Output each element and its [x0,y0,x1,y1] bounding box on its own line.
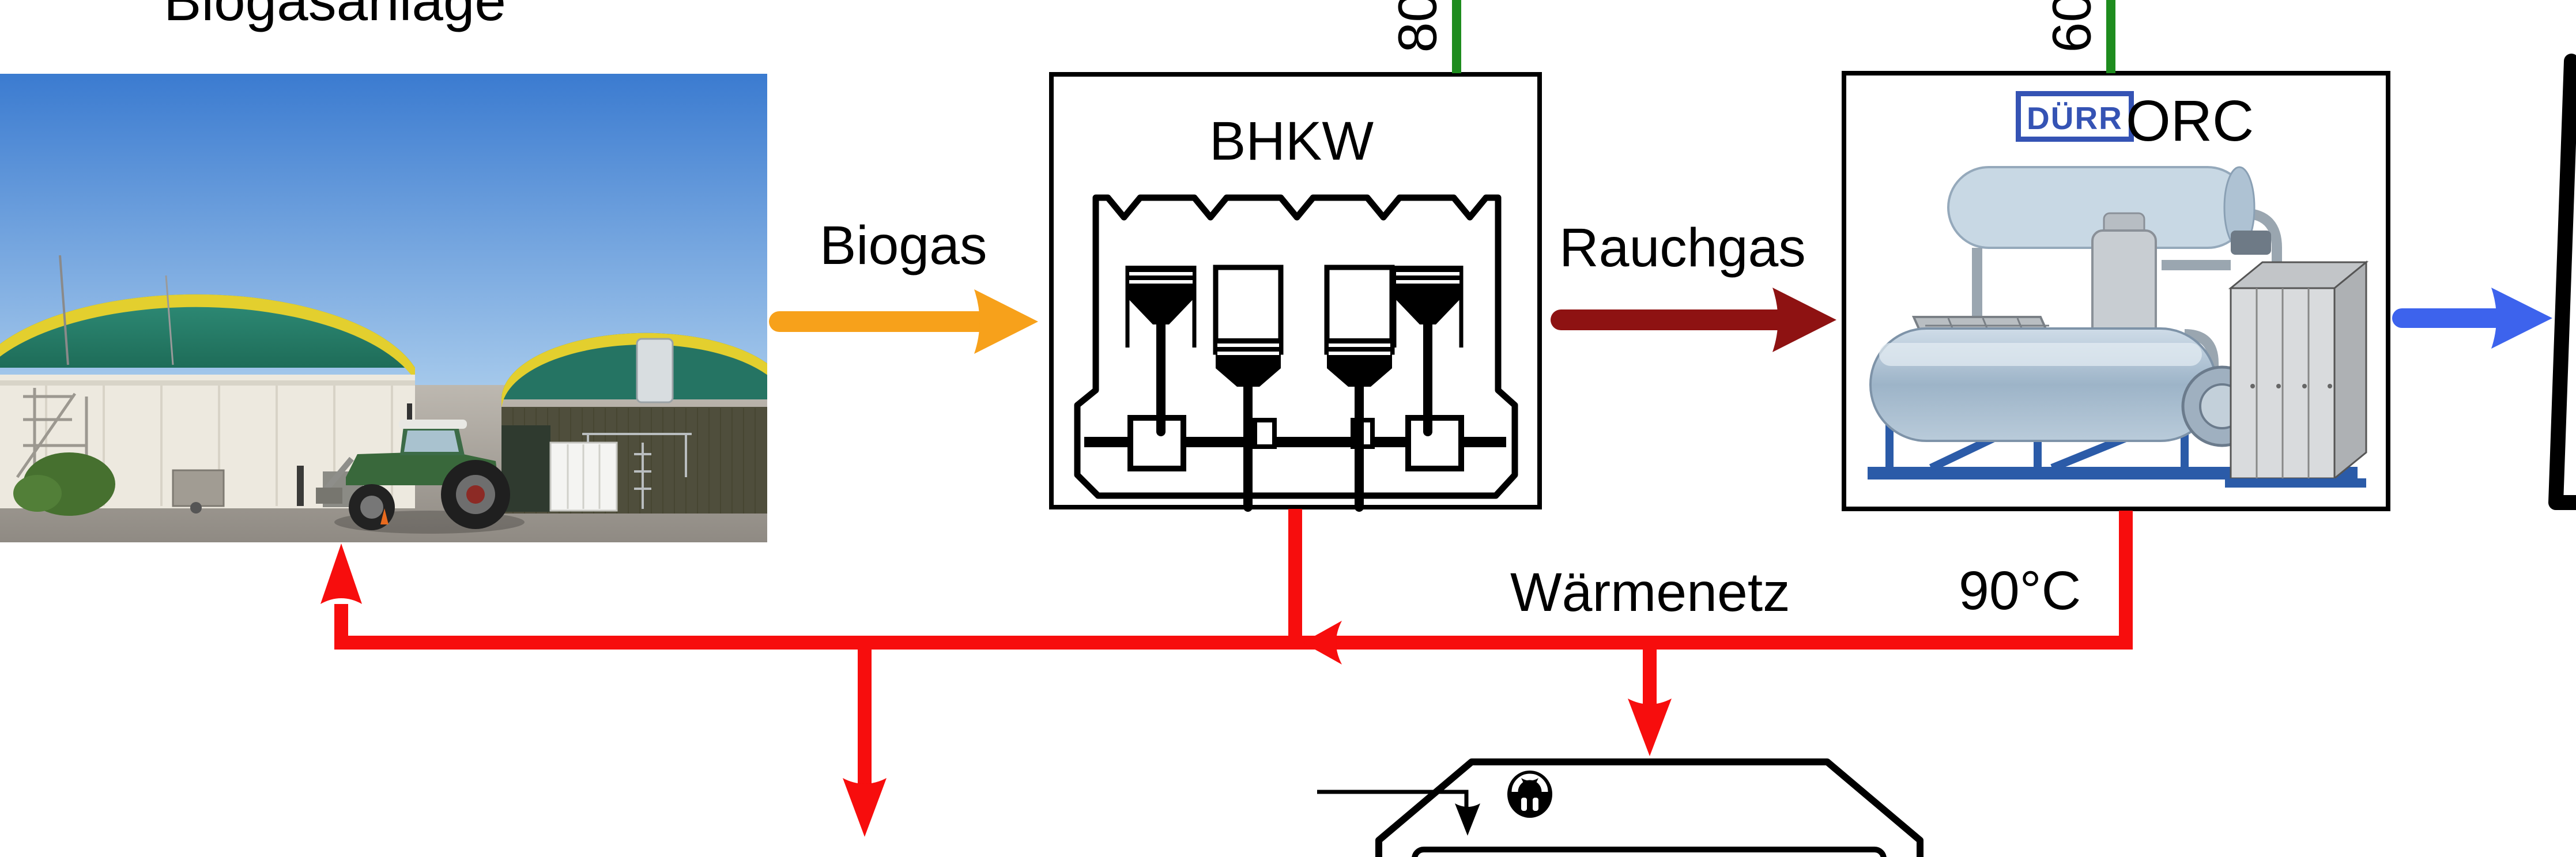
waermenetz-label: Wärmenetz [1510,562,1790,623]
heat-arrowhead-to-plant [320,543,362,604]
engine-icon [1074,194,1518,512]
motor [2231,231,2271,255]
heat-arrowhead-to-dryer [1628,699,1672,756]
piston-2 [1213,265,1284,512]
piston-3 [1324,265,1395,512]
dryer-node [1317,758,1923,857]
bollard [297,466,304,506]
biogas-arrow [769,289,1038,354]
loader-bucket [316,488,342,504]
cab-roof [399,420,467,429]
power-label-orc: 60 [2041,0,2103,53]
dryer-outline [1375,758,1923,857]
orc-node-label: ORC [2126,89,2254,153]
bush-small [13,475,62,512]
dryer-feed-arrowhead [1455,803,1480,836]
loader-arm [323,456,354,492]
rauchgas-arrow [1551,288,1836,352]
bearing-block-right [1405,415,1464,471]
cab-window [404,431,459,452]
power-label-bhkw: 80 [1387,0,1449,53]
orc-machine-image [1868,166,2369,488]
front-rim [360,496,383,519]
exhaust-pipe [407,403,412,423]
orc-output-arrow [2392,288,2552,349]
dryer-feed-line [1317,790,1469,808]
rauchgas-flow-label: Rauchgas [1559,217,1806,278]
piston-4 [1392,266,1464,436]
rear-hub [466,485,485,504]
electricity-line-orc [2106,0,2115,73]
frame-legs [1885,415,2189,472]
fan-icon [1507,771,1552,818]
electricity-line-bhkw [1452,0,1461,73]
right-dome-yellow-rim [501,333,767,411]
heat-arrowhead-left [1303,621,1342,665]
cylinder-highlight [1879,343,2202,366]
grey-box [172,469,225,507]
antenna-mast [59,255,69,365]
left-dome-yellow-rim [0,294,415,380]
durr-logo: DÜRR [2016,91,2134,142]
heat-arrowhead-down-left [843,778,887,837]
biogas-plant-photo [0,74,767,542]
temperature-label: 90°C [1959,560,2081,621]
bhkw-node-label: BHKW [1209,111,1374,172]
wall-shadow [0,380,415,386]
dryer-belt [1412,847,1887,857]
electrical-cabinet [2225,260,2369,488]
small-mast [165,275,174,365]
page-title: Biogasanlage [164,0,506,32]
heat-network-lines [320,509,2133,837]
container-doors [567,444,601,509]
cooler-outline [2548,54,2576,510]
crank-web-left [1253,418,1277,449]
grey-silo [636,338,674,403]
box-wheel [190,502,202,514]
left-stairs [16,388,88,478]
piston-1 [1125,266,1197,436]
wall-seams [45,380,393,506]
biogas-flow-label: Biogas [820,215,987,276]
